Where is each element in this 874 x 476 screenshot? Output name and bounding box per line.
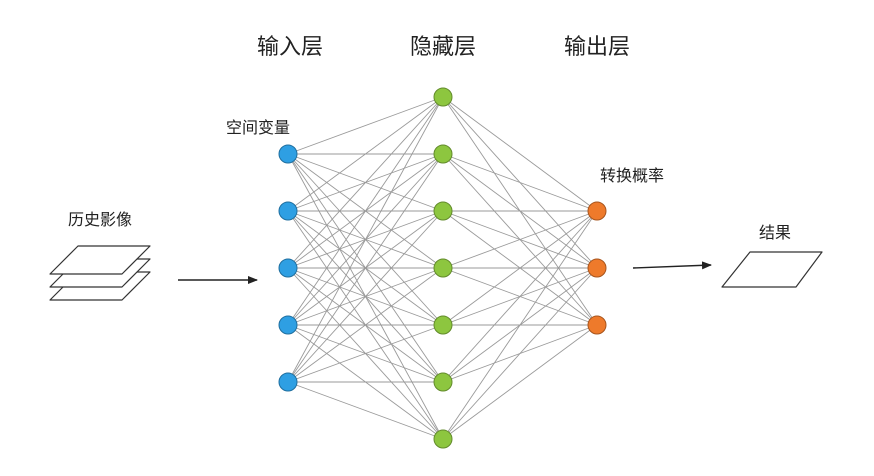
connection-line <box>442 210 598 383</box>
connection-line <box>287 96 444 326</box>
connection-line <box>287 324 444 383</box>
connection-line <box>442 210 598 440</box>
connection-line <box>287 381 444 440</box>
input-layer-title: 输入层 <box>257 35 323 60</box>
history-images-label: 历史影像 <box>68 210 132 229</box>
connection-line <box>287 210 444 383</box>
history-images-stack-icon <box>49 245 151 301</box>
result-label: 结果 <box>759 223 791 242</box>
connection-line <box>287 96 444 155</box>
output-arrow <box>632 261 712 270</box>
hidden-node <box>433 87 453 107</box>
hidden-node <box>433 372 453 392</box>
input-node <box>278 201 298 221</box>
hidden-node <box>433 258 453 278</box>
input-node <box>278 144 298 164</box>
hidden-node <box>433 144 453 164</box>
connection-line <box>287 96 444 269</box>
connection-line <box>442 267 598 440</box>
output-node <box>587 201 607 221</box>
nodes <box>278 87 607 449</box>
image-sheet-top <box>49 245 151 275</box>
result-image-icon <box>721 251 823 288</box>
connection-line <box>442 153 598 212</box>
hidden-node <box>433 429 453 449</box>
output-node <box>587 315 607 335</box>
hidden-node <box>433 201 453 221</box>
input-node <box>278 315 298 335</box>
connection-line <box>287 96 444 383</box>
connection-line <box>287 153 444 383</box>
output-probability-label: 转换概率 <box>600 166 664 185</box>
input-node <box>278 372 298 392</box>
connection-line <box>287 96 444 212</box>
connection-line <box>442 96 598 212</box>
input-variables-label: 空间变量 <box>226 118 290 137</box>
output-node <box>587 258 607 278</box>
input-node <box>278 258 298 278</box>
connection-line <box>442 210 598 326</box>
hidden-node <box>433 315 453 335</box>
connection-line <box>442 324 598 440</box>
connection-line <box>287 267 444 383</box>
hidden-layer-title: 隐藏层 <box>410 35 476 60</box>
output-layer-title: 输出层 <box>564 35 630 60</box>
connection-line <box>442 210 598 269</box>
connections <box>287 96 598 440</box>
